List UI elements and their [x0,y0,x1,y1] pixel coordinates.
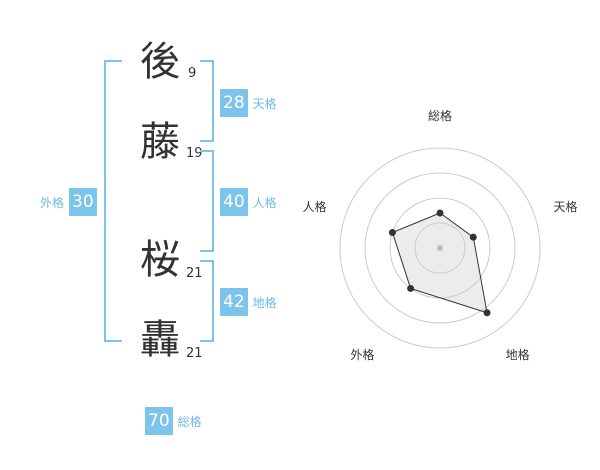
radar-axis-label-4: 人格 [302,199,326,214]
tenkaku-label: 天格 [252,96,277,111]
tenkaku-badge: 28 天格 [220,89,277,117]
kanji-3: 桜 [140,237,180,283]
kanji-1: 後 [140,39,180,85]
tenkaku-value: 28 [220,89,248,117]
gaikaku-bracket [104,60,122,342]
chikaku-value: 42 [220,288,248,316]
gaikaku-label: 外格 [40,195,65,210]
chikaku-badge: 42 地格 [220,288,277,316]
jinkaku-badge: 40 人格 [220,188,277,216]
jinkaku-label: 人格 [252,195,277,210]
radar-axis-label-3: 外格 [350,347,374,362]
radar-axis-label-2: 地格 [506,347,530,362]
stroke-count-2: 19 [186,146,203,161]
radar-ring-1 [414,222,466,274]
radar-center [437,245,443,251]
stroke-count-4: 21 [186,346,203,361]
soukaku-badge: 70 総格 [145,407,202,435]
radar-point-3 [407,284,415,292]
soukaku-label: 総格 [177,414,202,429]
chikaku-label: 地格 [252,295,277,310]
radar-ring-3 [364,172,516,324]
radar-point-4 [388,229,396,237]
gaikaku-value: 30 [69,188,97,216]
tenkaku-bracket [200,60,214,142]
soukaku-value: 70 [145,407,173,435]
radar-point-0 [436,209,444,217]
jinkaku-bracket [200,150,214,252]
chikaku-bracket [200,260,214,342]
jinkaku-value: 40 [220,188,248,216]
stroke-count-3: 21 [186,266,203,281]
kanji-2: 藤 [140,119,180,165]
radar-point-2 [483,309,491,317]
kanji-4: 轟 [140,317,180,363]
radar-axis-label-1: 天格 [554,199,578,214]
gaikaku-badge: 外格 30 [40,188,97,216]
radar-axis-label-0: 総格 [428,110,452,123]
radar-ring-4 [339,147,541,349]
radar-point-1 [469,233,477,241]
stroke-count-1: 9 [188,66,197,81]
radar-area [391,212,488,314]
